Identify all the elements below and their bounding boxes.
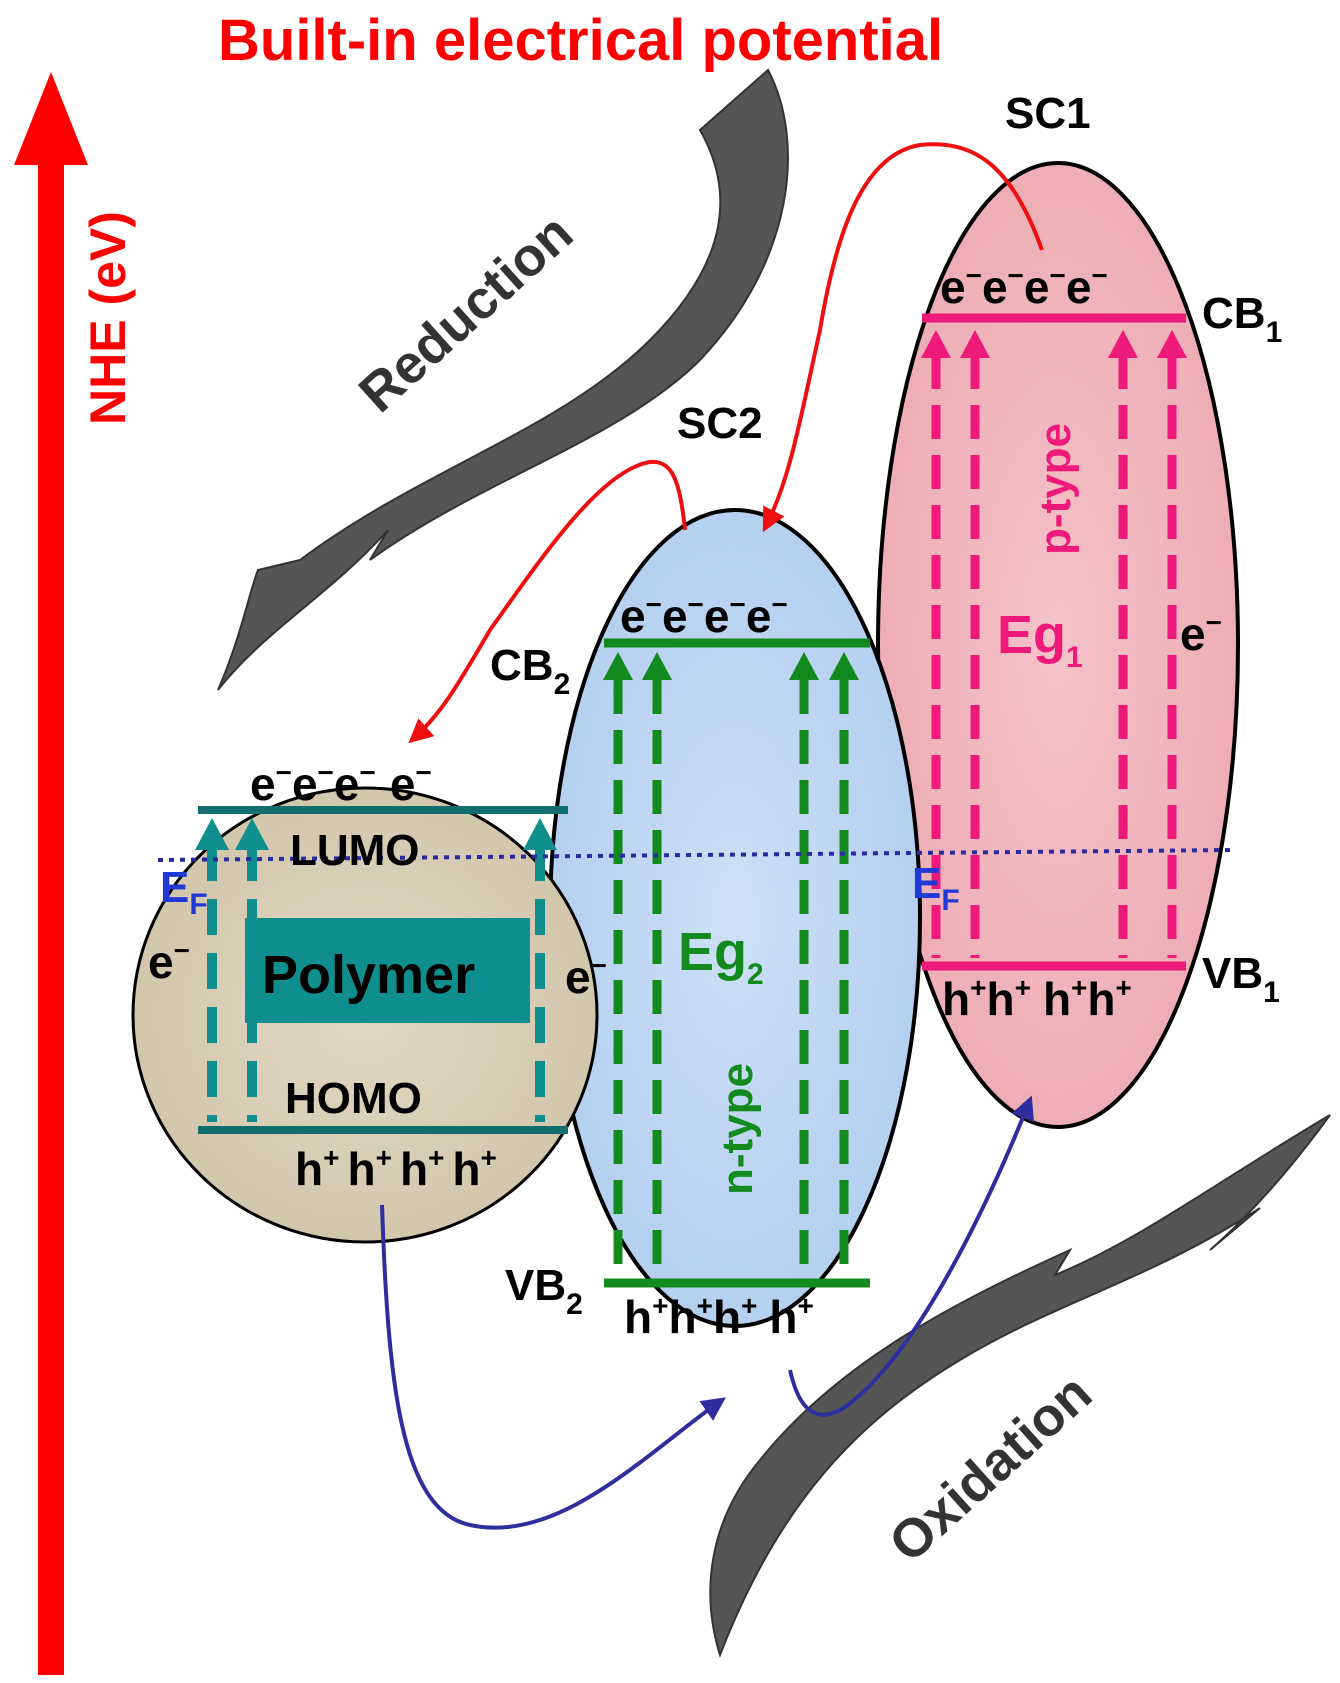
sc2-side-electron: e−	[565, 950, 607, 1003]
fermi-level-line	[157, 848, 1233, 862]
polymer-electrons: e−e−e−e−	[250, 757, 432, 810]
polymer-fermi-label: EF	[160, 863, 208, 921]
sc1-name: SC1	[1005, 89, 1091, 138]
electron-transfer-sc2-to-polymer	[408, 459, 687, 744]
polymer-name: Polymer	[262, 945, 475, 1005]
sc2-type-label: n-type	[713, 1063, 762, 1195]
sc2-vb-label: VB2	[505, 1261, 583, 1321]
sc2-holes: h+h+h+h+	[624, 1290, 814, 1343]
reduction-curved-arrow-icon	[217, 68, 789, 691]
hole-transfer-sc2-to-sc1	[788, 1095, 1035, 1417]
sc1-side-electron: e−	[1180, 607, 1222, 660]
sc1-holes: h+h+h+h+	[942, 972, 1132, 1025]
polymer-holes: h+h+h+h+	[295, 1142, 497, 1195]
sc1-semiconductor	[876, 161, 1240, 1129]
hole-transfer-polymer-to-sc2	[380, 1204, 726, 1530]
polymer-homo-label: HOMO	[285, 1074, 422, 1123]
polymer-particle	[131, 786, 599, 1244]
oxidation-curved-arrow-icon	[709, 1114, 1331, 1659]
sc1-type-label: p-type	[1031, 423, 1080, 555]
reduction-label: Reduction	[348, 203, 584, 424]
sc1-cb-label: CB1	[1202, 289, 1282, 349]
sc1-vb-label: VB1	[1202, 949, 1280, 1009]
sc2-eg-label: Eg2	[678, 922, 764, 991]
sc2-semiconductor	[548, 508, 922, 1328]
electron-transfer-sc1-to-sc2	[762, 142, 1044, 533]
diagram-title: Built-in electrical potential	[218, 8, 943, 73]
sc2-name: SC2	[677, 399, 763, 448]
sc1-excitation-dashes	[931, 355, 1177, 958]
polymer-block	[245, 918, 530, 1023]
sc2-electrons: e−e−e−e−	[620, 589, 788, 642]
polymer-up-arrow-icons	[195, 818, 557, 850]
sc1-fermi-label: EF	[912, 859, 960, 917]
nhe-axis-label: NHE (eV)	[80, 211, 136, 425]
polymer-side-electron: e−	[148, 935, 190, 988]
oxidation-label: Oxidation	[878, 1363, 1103, 1574]
sc1-eg-label: Eg1	[997, 605, 1083, 674]
sc1-electrons: e−e−e−e−	[940, 260, 1108, 313]
sc1-up-arrow-icons	[921, 330, 1187, 358]
sc2-up-arrow-icons	[603, 652, 859, 680]
nhe-axis-arrow	[14, 72, 88, 1675]
sc2-cb-label: CB2	[490, 641, 570, 701]
polymer-lumo-label: LUMO	[290, 826, 420, 875]
polymer-excitation-dashes	[207, 845, 545, 1122]
